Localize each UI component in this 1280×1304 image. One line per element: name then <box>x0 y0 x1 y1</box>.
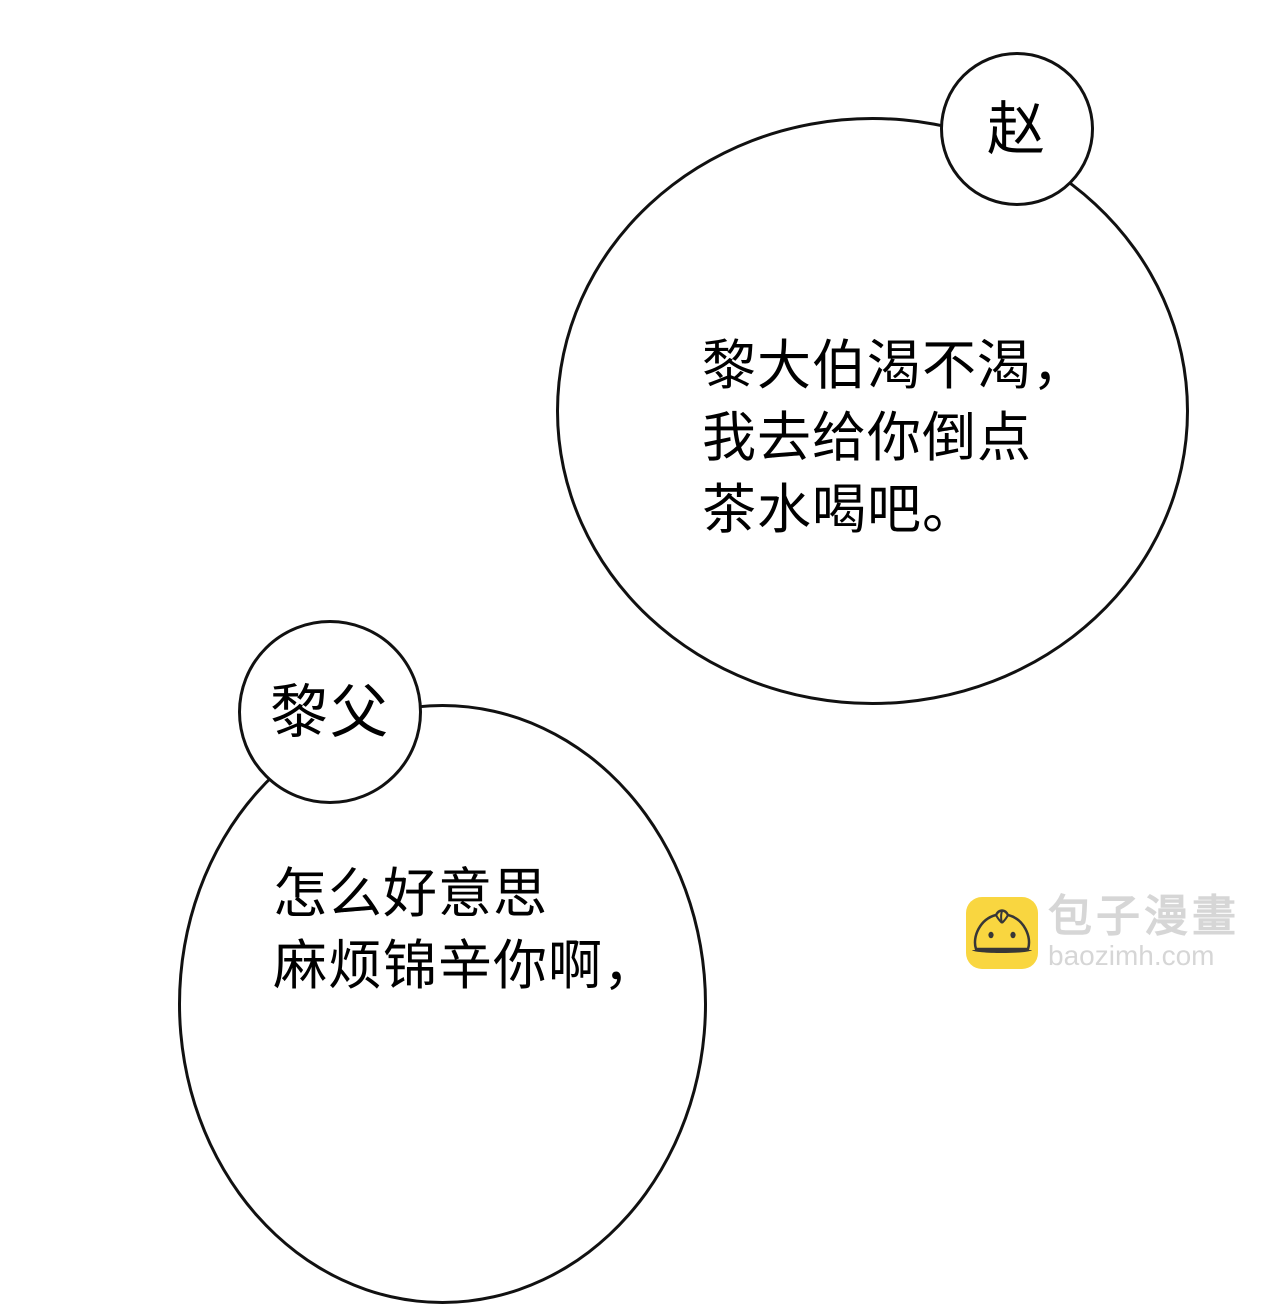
dialogue-text-zhao: 黎大伯渴不渴， 我去给你倒点 茶水喝吧。 <box>702 334 1087 541</box>
speaker-name-zhao: 赵 <box>986 95 1047 163</box>
comic-panel: 黎大伯渴不渴， 我去给你倒点 茶水喝吧。 赵 怎么好意思 麻烦锦辛你啊， 黎父 … <box>178 52 1240 1304</box>
speech-bubble-li-father <box>178 704 707 1304</box>
speech-bubble-zhao <box>556 117 1189 705</box>
speaker-tag-li-father: 黎父 <box>238 620 422 804</box>
steamed-bun-icon <box>966 897 1038 969</box>
watermark-title: 包子漫畫 <box>1048 891 1240 942</box>
watermark-url: baozimh.com <box>1048 940 1215 971</box>
dialogue-text-li-father: 怎么好意思 麻烦锦辛你啊， <box>273 862 658 997</box>
watermark: 包子漫畫 baozimh.com <box>966 894 1240 972</box>
speaker-tag-zhao: 赵 <box>940 52 1094 206</box>
speaker-name-li-father: 黎父 <box>269 678 390 746</box>
